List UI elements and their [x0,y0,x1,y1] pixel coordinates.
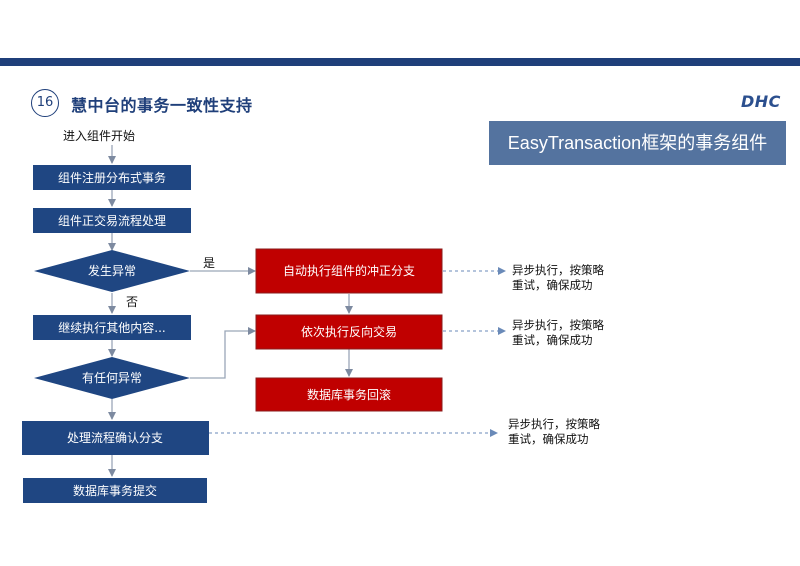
async-note: 异步执行，按策略 重试，确保成功 [508,417,600,446]
reverse-step: 依次执行反向交易 [255,314,443,350]
async-note-line1: 异步执行，按策略 [508,417,600,431]
auto-compensate-step: 自动执行组件的冲正分支 [255,248,443,294]
auto-compensate-label: 自动执行组件的冲正分支 [283,263,415,278]
confirm-step-label: 处理流程确认分支 [67,430,163,445]
any-exception-decision-label: 有任何异常 [82,371,142,385]
confirm-step: 处理流程确认分支 [22,421,209,455]
slide-number-badge: 16 [31,89,59,117]
top-band [0,58,800,66]
dhc-logo: DHC [741,92,781,111]
register-step-label: 组件注册分布式事务 [58,170,166,185]
register-step: 组件注册分布式事务 [33,165,191,190]
any-exception-connector [190,327,256,379]
continue-step-label: 继续执行其他内容... [58,320,165,335]
framework-banner: EasyTransaction框架的事务组件 [489,121,786,165]
async-note-line1: 异步执行，按策略 [512,318,604,332]
rollback-step: 数据库事务回滚 [255,377,443,412]
async-note-line2: 重试，确保成功 [512,333,593,347]
async-note: 异步执行，按策略 重试，确保成功 [512,263,604,292]
async-note: 异步执行，按策略 重试，确保成功 [512,318,604,347]
async-note-line1: 异步执行，按策略 [512,263,604,277]
forward-step: 组件正交易流程处理 [33,208,191,233]
any-exception-decision: 有任何异常 [34,357,190,399]
commit-step: 数据库事务提交 [23,478,207,503]
exception-decision: 发生异常 [34,250,190,292]
start-label: 进入组件开始 [63,129,135,143]
async-note-line2: 重试，确保成功 [512,278,593,292]
async-note-line2: 重试，确保成功 [508,432,589,446]
continue-step: 继续执行其他内容... [33,315,191,340]
slide-title: 慧中台的事务一致性支持 [71,96,253,115]
async-connectors [209,267,506,437]
exception-decision-label: 发生异常 [88,263,136,278]
yes-label: 是 [203,256,215,270]
commit-step-label: 数据库事务提交 [73,483,157,498]
no-label: 否 [126,295,138,309]
forward-step-label: 组件正交易流程处理 [58,213,166,228]
rollback-step-label: 数据库事务回滚 [307,387,391,402]
reverse-step-label: 依次执行反向交易 [301,324,397,339]
